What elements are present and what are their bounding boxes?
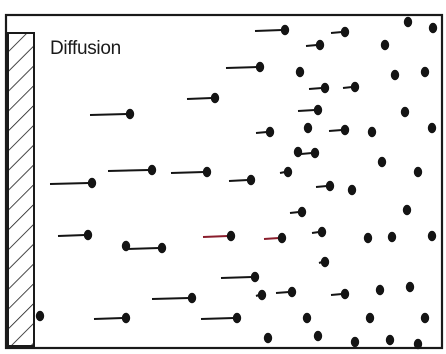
particle — [401, 107, 409, 117]
particle — [414, 339, 422, 349]
particle — [368, 127, 376, 137]
motion-trail — [290, 212, 299, 213]
motion-trail — [255, 30, 282, 31]
particle — [251, 272, 259, 282]
motion-trail — [50, 183, 89, 184]
motion-trail — [331, 294, 342, 295]
motion-trail — [309, 88, 322, 89]
motion-trail — [343, 87, 352, 88]
container-outline — [6, 15, 442, 348]
motion-trail — [229, 180, 248, 181]
motion-trail — [58, 235, 85, 236]
motion-trail — [203, 236, 228, 237]
particle — [84, 230, 92, 240]
motion-trail — [264, 238, 279, 239]
particle — [341, 289, 349, 299]
particle — [341, 27, 349, 37]
particle — [122, 313, 130, 323]
particle — [348, 185, 356, 195]
hatched-wall — [8, 33, 34, 346]
particle — [376, 285, 384, 295]
motion-trail — [171, 172, 204, 173]
particle — [211, 93, 219, 103]
motion-trail — [126, 248, 159, 249]
motion-trail — [329, 130, 342, 131]
particle-layer — [36, 17, 437, 349]
particle — [298, 207, 306, 217]
motion-trail — [201, 318, 234, 319]
particle — [158, 243, 166, 253]
particle — [381, 40, 389, 50]
particle — [364, 233, 372, 243]
particle — [281, 25, 289, 35]
particle — [203, 167, 211, 177]
diagram-caption: Diffusion — [50, 38, 121, 60]
particle — [314, 331, 322, 341]
particle — [247, 175, 255, 185]
particle — [351, 337, 359, 347]
particle — [404, 17, 412, 27]
particle — [288, 287, 296, 297]
particle — [88, 178, 96, 188]
particle — [278, 233, 286, 243]
particle — [391, 70, 399, 80]
motion-trail — [306, 45, 317, 46]
motion-trail — [94, 318, 123, 319]
particle — [256, 62, 264, 72]
particle — [321, 257, 329, 267]
particle — [403, 205, 411, 215]
particle — [314, 105, 322, 115]
particle — [429, 23, 437, 33]
particle — [284, 167, 292, 177]
particle — [421, 67, 429, 77]
particle — [303, 313, 311, 323]
particle — [378, 157, 386, 167]
motion-trail — [276, 292, 289, 293]
particle — [414, 167, 422, 177]
particle — [321, 83, 329, 93]
motion-trail — [301, 153, 312, 154]
motion-trail — [226, 67, 257, 68]
motion-trail — [331, 32, 342, 33]
motion-trail — [298, 110, 315, 111]
particle — [421, 313, 429, 323]
particle — [341, 125, 349, 135]
particle — [227, 231, 235, 241]
motion-trail — [152, 298, 189, 299]
particle — [264, 333, 272, 343]
particle — [296, 67, 304, 77]
particle — [428, 123, 436, 133]
particle — [428, 231, 436, 241]
particle — [366, 313, 374, 323]
particle — [351, 82, 359, 92]
particle — [304, 123, 312, 133]
motion-trail — [108, 170, 149, 171]
particle — [316, 40, 324, 50]
particle — [294, 147, 302, 157]
motion-trail — [316, 186, 327, 187]
motion-trail — [90, 114, 127, 115]
particle — [386, 335, 394, 345]
motion-trail — [256, 132, 267, 133]
particle — [266, 127, 274, 137]
particle — [126, 109, 134, 119]
particle — [318, 227, 326, 237]
particle — [326, 181, 334, 191]
particle — [388, 232, 396, 242]
particle — [36, 311, 44, 321]
particle — [233, 313, 241, 323]
particle — [188, 293, 196, 303]
particle — [311, 148, 319, 158]
particle — [406, 282, 414, 292]
motion-trail — [187, 98, 212, 99]
particle — [148, 165, 156, 175]
motion-trail — [221, 277, 252, 278]
particle — [258, 290, 266, 300]
